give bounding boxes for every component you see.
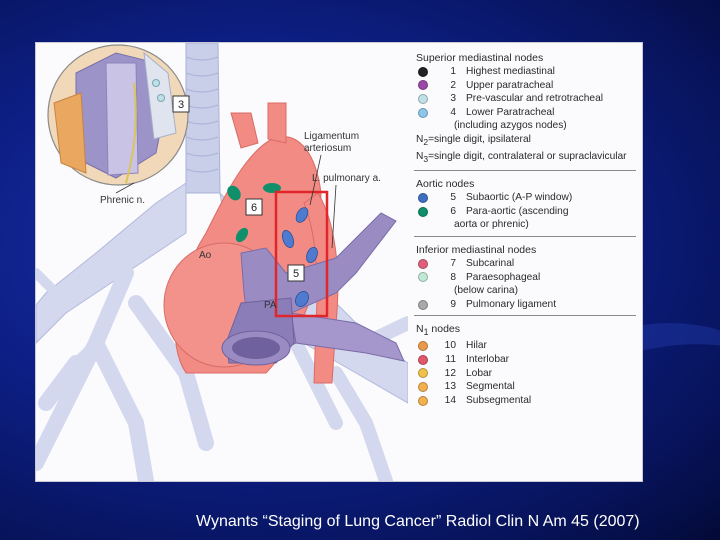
para-aortic-nodes [227,183,281,243]
node-dot [418,93,428,104]
node-tag-5: 5 [293,268,299,280]
right-bronchus [36,182,187,344]
node-dot [418,368,428,379]
node-dot [418,272,428,283]
ap-window-highlight [274,190,329,318]
legend-item-8-continued: (below carina) [454,285,518,297]
node-dot [418,193,428,204]
legend-n1-title: N1 nodes [416,323,460,338]
legend-superior-title: Superior mediastinal nodes [416,52,544,64]
node-dot [418,395,428,406]
node-dot [418,206,428,217]
n2-note: N2=single digit, ipsilateral [416,133,531,147]
node-dot [418,258,428,269]
citation-credit: Wynants “Staging of Lung Cancer” Radiol … [196,513,640,530]
legend-item-6-continued: aorta or phrenic) [454,219,529,231]
node-tag-6: 6 [251,202,257,214]
node-dot [418,66,428,77]
lymph-node-figure: 3 Phrenic n. 6 5 Ao PA Ligamentum arteri… [35,42,643,482]
node-dot [418,382,428,393]
node-dot [418,354,428,365]
pa-label: PA [264,300,277,311]
node-tag-3-box [172,95,190,113]
n3-note: N3=single digit, contralateral or suprac… [416,150,627,164]
inset-magnifier [47,44,189,186]
right-lower-bronchi [36,265,214,481]
node-tag-5-box [287,264,305,282]
legend-item-4-continued: (including azygos nodes) [454,120,567,132]
node-dot [418,107,428,118]
subaortic-nodes [281,207,318,307]
aorta-label: Ao [199,250,212,261]
pulmonary-label: L. pulmonary a. [312,173,381,184]
node-dot [418,341,428,352]
phrenic-label: Phrenic n. [100,195,145,206]
legend-aortic-title: Aortic nodes [416,178,475,191]
ligamentum-label-line1: Ligamentum [304,131,359,142]
anatomy-illustration: 3 Phrenic n. 6 5 Ao PA Ligamentum arteri… [36,43,408,481]
legend-inferior-title: Inferior mediastinal nodes [416,244,537,256]
node-dot [418,80,428,91]
node-dot [418,299,428,310]
node-tag-3: 3 [178,99,184,111]
node-tag-6-box [245,198,263,216]
ligamentum-label-line2: arteriosum [304,143,351,154]
